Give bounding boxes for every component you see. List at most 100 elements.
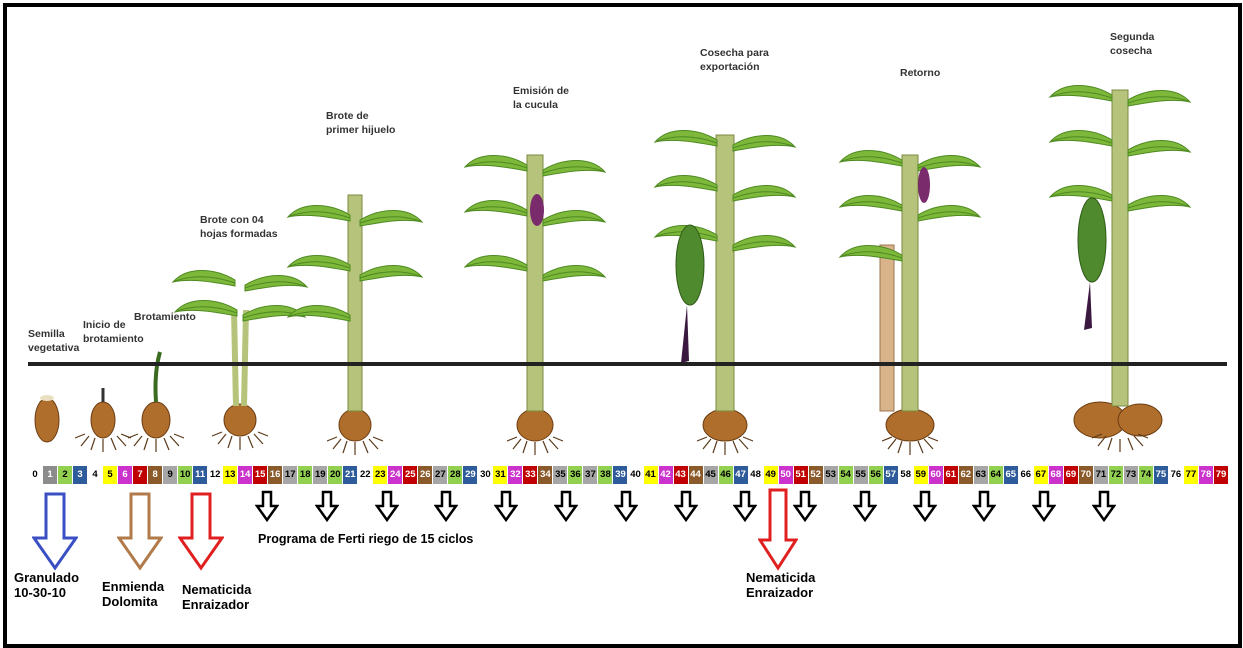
week-cell-8: 8 [148,466,162,484]
week-cell-65: 65 [1004,466,1018,484]
week-cell-53: 53 [824,466,838,484]
note-programa: Programa de Ferti riego de 15 ciclos [258,532,473,546]
week-cell-1: 1 [43,466,57,484]
brown-arrow-icon [117,492,163,572]
week-cell-76: 76 [1169,466,1183,484]
note-nematicida-1-line1: Nematicida [182,583,251,598]
note-granulado-line2: 10-30-10 [14,586,79,601]
ferti-arrow-icon-3 [375,490,399,524]
week-cell-9: 9 [163,466,177,484]
note-nematicida-1: Nematicida Enraizador [182,583,251,613]
week-cell-34: 34 [538,466,552,484]
week-cell-33: 33 [523,466,537,484]
week-cell-25: 25 [403,466,417,484]
week-cell-48: 48 [749,466,763,484]
note-nematicida-1-line2: Enraizador [182,598,251,613]
week-cell-79: 79 [1214,466,1228,484]
week-cell-69: 69 [1064,466,1078,484]
week-cell-59: 59 [914,466,928,484]
week-cell-77: 77 [1184,466,1198,484]
week-cell-41: 41 [644,466,658,484]
week-cell-17: 17 [283,466,297,484]
week-cell-66: 66 [1019,466,1033,484]
ferti-arrow-icon-9 [733,490,757,524]
blue-arrow-icon [32,492,78,572]
ferti-arrow-icon-5 [494,490,518,524]
note-nematicida-2-line1: Nematicida [746,571,815,586]
note-granulado: Granulado 10-30-10 [14,571,79,601]
week-cell-5: 5 [103,466,117,484]
week-cell-16: 16 [268,466,282,484]
week-cell-26: 26 [418,466,432,484]
ferti-arrow-icon-13 [972,490,996,524]
note-enmienda-line2: Dolomita [102,595,164,610]
ferti-arrow-icon-11 [853,490,877,524]
week-cell-37: 37 [583,466,597,484]
plant-cosecha [655,131,795,456]
ferti-arrow-icon-14 [1032,490,1056,524]
week-cell-38: 38 [598,466,612,484]
week-cell-21: 21 [343,466,357,484]
week-scale: 0123456789101112131415161718192021222324… [28,466,1229,484]
week-cell-23: 23 [373,466,387,484]
week-cell-47: 47 [734,466,748,484]
week-cell-71: 71 [1094,466,1108,484]
week-cell-60: 60 [929,466,943,484]
week-cell-43: 43 [674,466,688,484]
red-arrow-icon-2 [758,488,798,572]
week-cell-57: 57 [884,466,898,484]
week-cell-46: 46 [719,466,733,484]
week-cell-7: 7 [133,466,147,484]
week-cell-58: 58 [899,466,913,484]
week-cell-61: 61 [944,466,958,484]
ferti-arrow-icon-2 [315,490,339,524]
week-cell-62: 62 [959,466,973,484]
week-cell-20: 20 [328,466,342,484]
plant-inicio [75,388,131,452]
week-cell-6: 6 [118,466,132,484]
week-cell-12: 12 [208,466,222,484]
week-cell-51: 51 [794,466,808,484]
week-cell-19: 19 [313,466,327,484]
week-cell-29: 29 [463,466,477,484]
week-cell-56: 56 [869,466,883,484]
week-cell-14: 14 [238,466,252,484]
week-cell-72: 72 [1109,466,1123,484]
week-cell-32: 32 [508,466,522,484]
plant-hijuelo [288,195,422,455]
week-cell-15: 15 [253,466,267,484]
note-granulado-line1: Granulado [14,571,79,586]
note-enmienda-line1: Enmienda [102,580,164,595]
ferti-arrow-icon-6 [554,490,578,524]
ferti-arrow-icon-4 [434,490,458,524]
week-cell-35: 35 [553,466,567,484]
ferti-arrow-icon-8 [674,490,698,524]
ferti-arrow-icon-12 [913,490,937,524]
note-enmienda: Enmienda Dolomita [102,580,164,610]
week-cell-30: 30 [478,466,492,484]
week-cell-36: 36 [568,466,582,484]
week-cell-2: 2 [58,466,72,484]
week-cell-78: 78 [1199,466,1213,484]
week-cell-22: 22 [358,466,372,484]
week-cell-74: 74 [1139,466,1153,484]
plant-brote04 [173,271,307,451]
week-cell-18: 18 [298,466,312,484]
week-cell-49: 49 [764,466,778,484]
note-nematicida-2: Nematicida Enraizador [746,571,815,601]
ferti-arrow-icon-15 [1092,490,1116,524]
week-cell-64: 64 [989,466,1003,484]
week-cell-54: 54 [839,466,853,484]
ferti-arrow-icon-1 [255,490,279,524]
week-cell-40: 40 [629,466,643,484]
week-cell-13: 13 [223,466,237,484]
week-cell-28: 28 [448,466,462,484]
red-arrow-icon [178,492,224,572]
ferti-arrow-icon-10 [793,490,817,524]
week-cell-70: 70 [1079,466,1093,484]
week-cell-3: 3 [73,466,87,484]
ground-line [28,362,1227,366]
week-cell-45: 45 [704,466,718,484]
week-cell-10: 10 [178,466,192,484]
ferti-arrow-icon-7 [614,490,638,524]
